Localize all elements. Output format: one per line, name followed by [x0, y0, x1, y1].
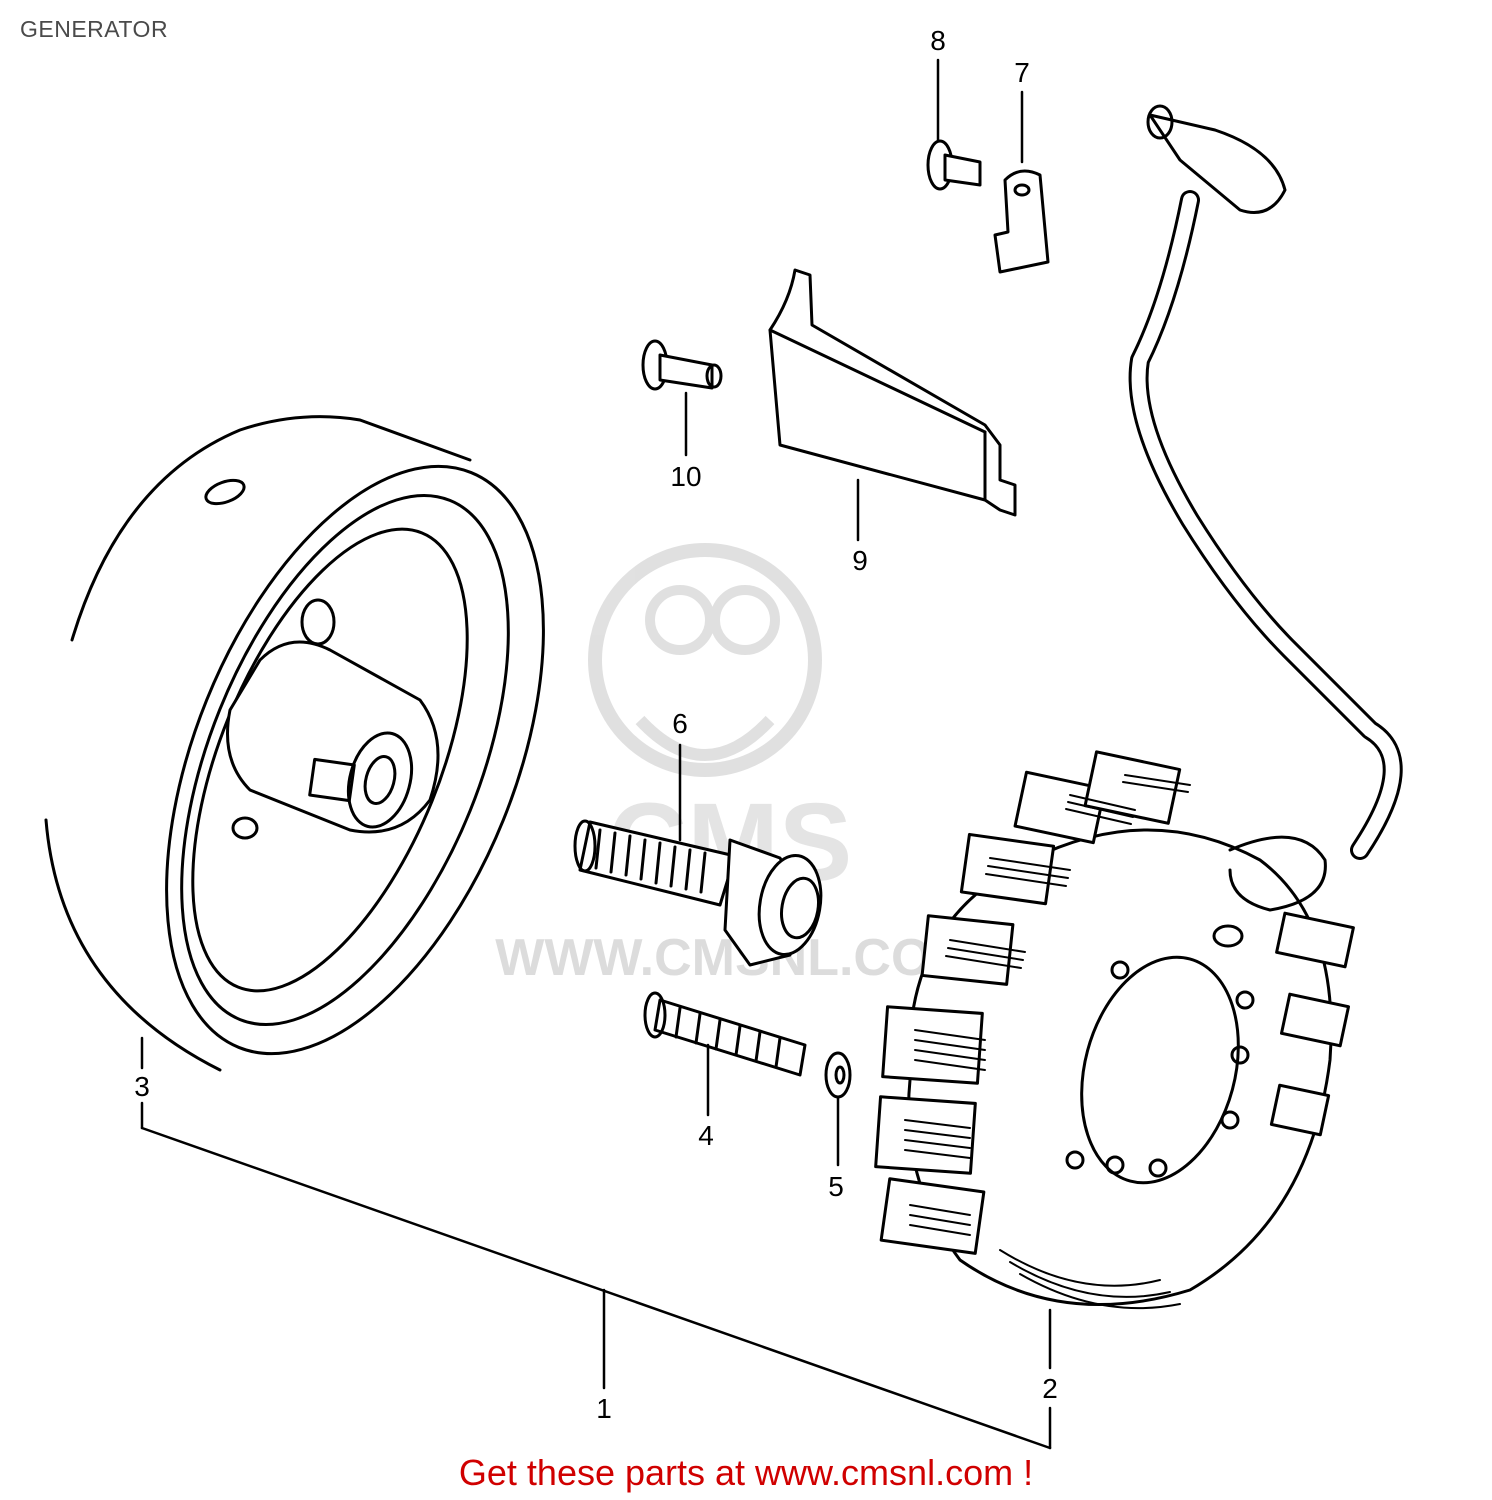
callout-8: 8 — [930, 25, 946, 56]
callout-9: 9 — [852, 545, 868, 576]
callout-10: 10 — [670, 461, 701, 492]
cover-part-9 — [768, 268, 1017, 517]
bolt-part-6 — [573, 819, 823, 967]
callout-7: 7 — [1014, 57, 1030, 88]
callout-labels: 1 2 3 4 5 6 7 8 9 10 — [134, 25, 1058, 1424]
clamp-part-7 — [993, 169, 1050, 274]
page-title: GENERATOR — [20, 16, 169, 42]
screw-part-10 — [641, 339, 723, 391]
stator-part-2 — [874, 104, 1403, 1310]
callout-5: 5 — [828, 1171, 844, 1202]
callout-3: 3 — [134, 1071, 150, 1102]
rotor-part-3 — [44, 415, 545, 1072]
screw-part-4 — [643, 991, 807, 1077]
washer-part-5 — [824, 1051, 852, 1099]
callout-6: 6 — [672, 708, 688, 739]
parts-link-banner[interactable]: Get these parts at www.cmsnl.com ! — [458, 1452, 1034, 1493]
leader-lines — [140, 58, 1052, 1450]
callout-4: 4 — [698, 1120, 714, 1151]
callout-1: 1 — [596, 1393, 612, 1424]
callout-2: 2 — [1042, 1373, 1058, 1404]
screw-part-8 — [926, 139, 982, 191]
